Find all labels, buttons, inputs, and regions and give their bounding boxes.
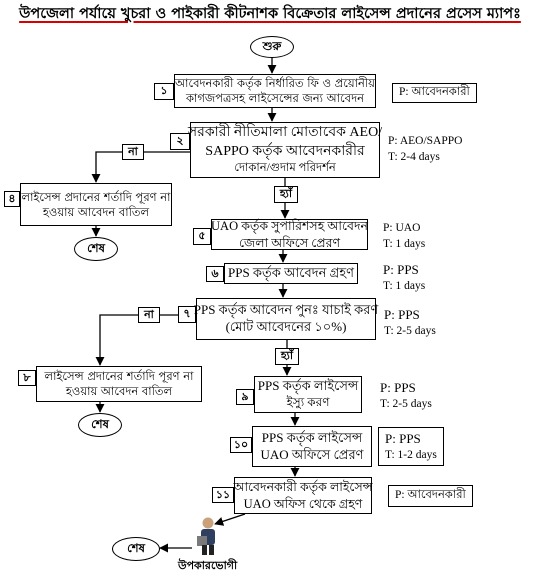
- step-1-number: ১: [154, 83, 174, 100]
- step-5-line-2: জেলা অফিসে প্রেরণ: [238, 235, 341, 250]
- step-10-number: ১০: [230, 437, 252, 453]
- step-9-number: ৯: [236, 389, 254, 405]
- step-2-box: সরকারী নীতিমালা মোতাবেক AEO/SAPPO কর্তৃক…: [187, 122, 383, 178]
- diagram-title: উপজেলা পর্যায়ে খুচরা ও পাইকারী কীটনাশক …: [19, 6, 521, 22]
- step-8-box: লাইসেন্স প্রদানের শর্তাদি পূরণ নাহওয়ায়…: [36, 366, 202, 402]
- step-9-line-2: ইস্যু করণ: [286, 395, 330, 410]
- step-11-number: ১১: [212, 487, 234, 503]
- arrow-2-to-4: [91, 151, 190, 183]
- note-11-line-1: P: আবেদনকারী: [395, 489, 466, 501]
- note-7-line-1: P: PPS: [384, 307, 420, 322]
- step-8-line-1: লাইসেন্স প্রদানের শর্তাদি পূরণ না: [44, 369, 194, 384]
- end-terminal-1: শেষ: [74, 237, 118, 261]
- step-2-line-2: SAPPO কর্তৃক আবেদনকারীর: [205, 143, 365, 159]
- note-2-line-2: T: 2-4 days: [388, 150, 440, 163]
- step-2-line-1: সরকারী নীতিমালা মোতাবেক AEO/: [187, 125, 383, 141]
- note-7-line-2: T: 2-5 days: [384, 324, 436, 337]
- step-11-line-2: UAO অফিস থেকে গ্রহণ: [243, 496, 363, 511]
- note-step-7: P: PPS T: 2-5 days: [384, 306, 436, 339]
- start-terminal: শুরু: [250, 36, 294, 58]
- label-no-1: না: [122, 144, 144, 160]
- note-1-line-1: P: আবেদনকারী: [399, 86, 470, 98]
- step-8-number: ৮: [18, 370, 36, 386]
- step-7-box: PPS কর্তৃক আবেদন পুনঃ যাচাই করণ(মোট আবেদ…: [193, 298, 379, 340]
- step-10-line-2: UAO অফিসে প্রেরণ: [260, 446, 364, 462]
- note-10-line-2: T: 1-2 days: [385, 448, 437, 461]
- beneficiary-label: উপকারভোগী: [178, 559, 238, 572]
- step-6-box: PPS কর্তৃক আবেদন গ্রহণ: [224, 263, 358, 284]
- step-4-box: লাইসেন্স প্রদানের শর্তাদি পূরণ নাহওয়ায়…: [20, 183, 172, 226]
- label-yes-1: হ্যাঁ: [274, 186, 298, 203]
- step-4-number: ৪: [4, 191, 20, 207]
- step-6-number: ৬: [206, 266, 224, 282]
- label-no-2: না: [138, 307, 160, 323]
- step-4-line-2: হওয়ায় আবেদন বাতিল: [42, 204, 150, 219]
- note-9-line-1: P: PPS: [380, 380, 416, 395]
- note-9-line-2: T: 2-5 days: [380, 397, 432, 410]
- step-5-number: ৫: [193, 228, 211, 245]
- step-1-line-2: কাগজপত্রসহ লাইসেন্সের জন্য আবেদন: [185, 91, 364, 105]
- note-5-line-1: P: UAO: [383, 222, 421, 234]
- note-step-11: P: আবেদনকারী: [388, 485, 473, 507]
- step-6-line-1: PPS কর্তৃক আবেদন গ্রহণ: [227, 265, 355, 281]
- note-step-1: P: আবেদনকারী: [392, 83, 477, 103]
- arrow-11-to-beneficiary: [214, 513, 246, 526]
- note-step-6: P: PPS T: 1 days: [383, 261, 425, 294]
- step-2-line-3: দোকান/গুদাম পরিদর্শন: [234, 161, 336, 174]
- step-11-line-1: আবেদনকারী কর্তৃক লাইসেন্স: [233, 480, 373, 495]
- end-terminal-3: শেষ: [112, 537, 160, 561]
- step-7-line-1: PPS কর্তৃক আবেদন পুনঃ যাচাই করণ: [193, 302, 379, 318]
- step-1-line-1: আবেদনকারী কর্তৃক নির্ধারিত ফি ও প্রয়োনী…: [175, 76, 375, 91]
- step-5-line-1: UAO কর্তৃক সুপারিশসহ আবেদন: [211, 219, 368, 234]
- step-1-box: আবেদনকারী কর্তৃক নির্ধারিত ফি ও প্রয়োনী…: [174, 74, 376, 108]
- note-10-line-1: P: PPS: [385, 431, 421, 446]
- end-terminal-2: শেষ: [78, 413, 122, 437]
- step-8-line-2: হওয়ায় আবেদন বাতিল: [65, 384, 173, 398]
- note-6-line-1: P: PPS: [383, 262, 419, 277]
- beneficiary-person-icon: [197, 517, 215, 555]
- step-9-line-1: PPS কর্তৃক লাইসেন্স: [257, 378, 359, 394]
- step-7-number: ৭: [178, 306, 196, 323]
- note-step-10: P: PPS T: 1-2 days: [378, 427, 444, 467]
- note-6-line-2: T: 1 days: [383, 279, 426, 292]
- note-step-9: P: PPS T: 2-5 days: [380, 379, 432, 412]
- note-5-line-2: T: 1 days: [383, 237, 426, 250]
- step-2-number: ২: [170, 133, 190, 150]
- step-10-line-1: PPS কর্তৃক লাইসেন্স: [261, 429, 363, 445]
- note-2-line-1: P: AEO/SAPPO: [388, 135, 463, 147]
- note-step-5: P: UAO T: 1 days: [383, 221, 425, 252]
- step-7-line-2: (মোট আবেদনের ১০%): [225, 319, 347, 334]
- step-4-line-1: লাইসেন্স প্রদানের শর্তাদি পূরণ না: [21, 189, 171, 204]
- label-yes-2: হ্যাঁ: [275, 348, 299, 365]
- arrow-7-to-8: [95, 314, 196, 366]
- note-step-2: P: AEO/SAPPO T: 2-4 days: [388, 134, 462, 165]
